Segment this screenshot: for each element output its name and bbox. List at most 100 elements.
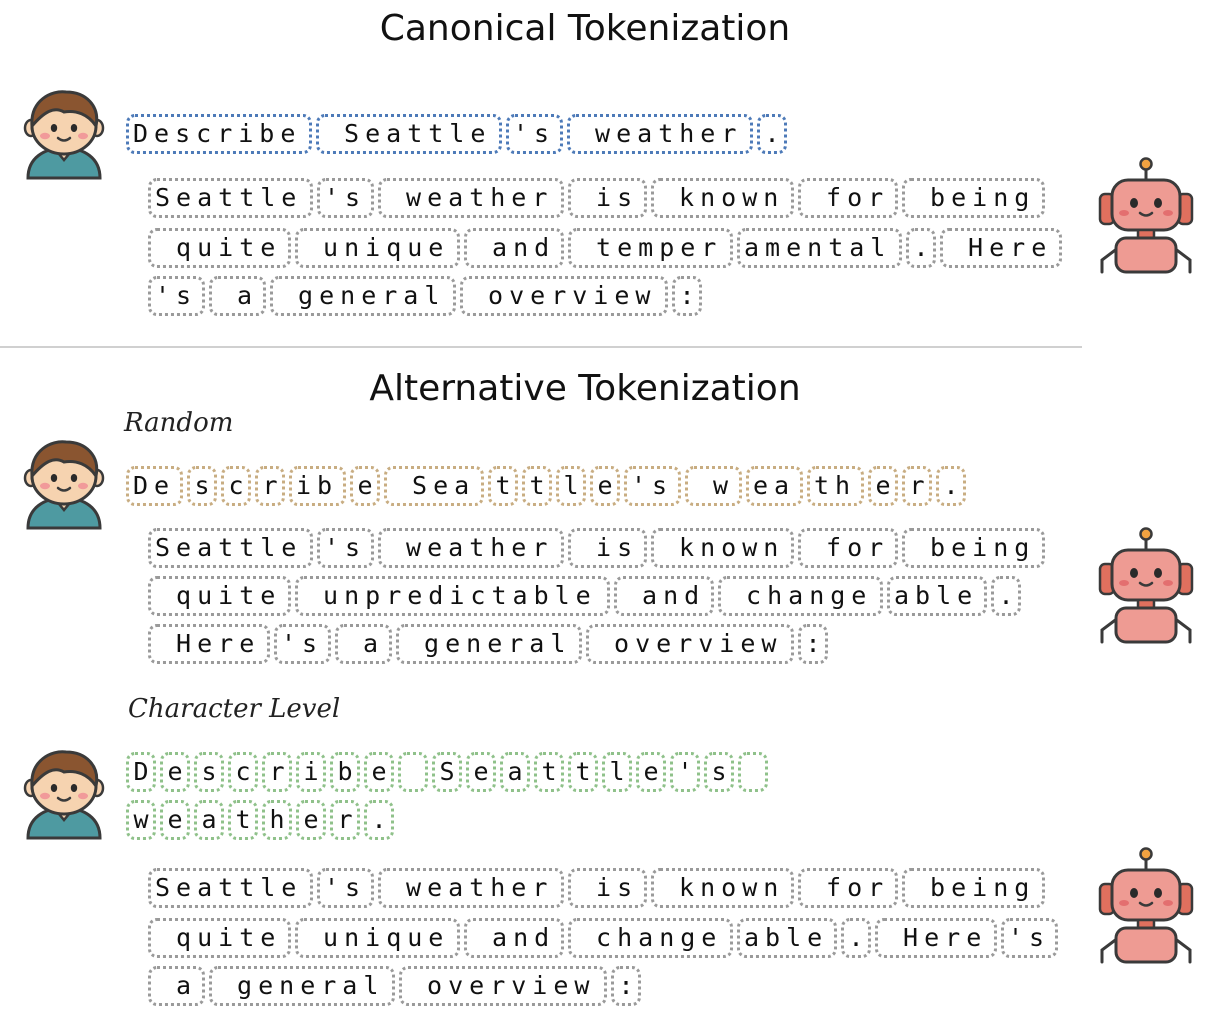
response-token: able (737, 918, 837, 958)
prompt-token: De (126, 466, 183, 506)
response-token: overview (586, 624, 794, 664)
response-token: quite (148, 228, 291, 268)
prompt-token: D (126, 752, 156, 792)
response-token-line: Seattle's weather is known for being (148, 868, 1049, 908)
response-token: is (568, 528, 647, 568)
response-token: unpredictable (295, 576, 610, 616)
response-token: : (611, 966, 641, 1006)
response-token: : (672, 276, 702, 316)
character-level-label: Character Level (128, 694, 341, 724)
prompt-token: S (432, 752, 462, 792)
prompt-token: r (330, 800, 360, 840)
response-token: Seattle (148, 178, 313, 218)
prompt-token (398, 752, 428, 792)
response-token: for (798, 868, 898, 908)
response-token: and (464, 228, 564, 268)
response-token: general (396, 624, 582, 664)
prompt-token: e (160, 800, 190, 840)
prompt-token: c (228, 752, 258, 792)
prompt-token: h (262, 800, 292, 840)
prompt-token: a (194, 800, 224, 840)
prompt-token: w (126, 800, 156, 840)
prompt-token: Describe (126, 114, 312, 154)
prompt-token: s (194, 752, 224, 792)
prompt-token: e (364, 752, 394, 792)
prompt-token: Seattle (316, 114, 502, 154)
user-avatar-icon (14, 86, 114, 186)
response-token: : (798, 624, 828, 664)
response-token: 's (274, 624, 331, 664)
prompt-token: . (364, 800, 394, 840)
alternative-title: Alternative Tokenization (369, 368, 801, 409)
response-token: is (568, 178, 647, 218)
prompt-token: a (500, 752, 530, 792)
response-token: unique (295, 228, 460, 268)
prompt-token: weather (567, 114, 753, 154)
response-token: general (209, 966, 395, 1006)
prompt-token: ea (746, 466, 803, 506)
prompt-token: t (228, 800, 258, 840)
robot-icon (1094, 526, 1198, 646)
canonical-title: Canonical Tokenization (379, 8, 791, 49)
response-token: a (335, 624, 392, 664)
prompt-token: . (936, 466, 966, 506)
response-token: quite (148, 576, 291, 616)
response-token: . (841, 918, 871, 958)
response-token: amental (737, 228, 902, 268)
response-token: for (798, 178, 898, 218)
response-token: Here (940, 228, 1062, 268)
response-token: weather (378, 528, 564, 568)
response-token-line: 's a general overview: (148, 276, 706, 316)
response-token: weather (378, 178, 564, 218)
prompt-token: 's (506, 114, 563, 154)
response-token: for (798, 528, 898, 568)
response-token: and (464, 918, 564, 958)
response-token: change (718, 576, 883, 616)
prompt-token: 's (624, 466, 681, 506)
prompt-token: e (160, 752, 190, 792)
response-token: known (651, 178, 794, 218)
response-token: a (148, 966, 205, 1006)
prompt-token: . (757, 114, 787, 154)
response-token: unique (295, 918, 460, 958)
prompt-token: s (704, 752, 734, 792)
prompt-token: r (262, 752, 292, 792)
response-token: being (902, 178, 1045, 218)
prompt-token: s (187, 466, 217, 506)
response-token: overview (460, 276, 668, 316)
prompt-token: w (685, 466, 742, 506)
prompt-token (738, 752, 768, 792)
response-token: 's (317, 868, 374, 908)
prompt-token: ib (289, 466, 346, 506)
prompt-token: l (556, 466, 586, 506)
prompt-token: r (902, 466, 932, 506)
response-token: change (568, 918, 733, 958)
prompt-token: b (330, 752, 360, 792)
response-token: and (614, 576, 714, 616)
response-token: a (209, 276, 266, 316)
response-token: 's (148, 276, 205, 316)
prompt-token: r (255, 466, 285, 506)
prompt-token: e (350, 466, 380, 506)
user-avatar-icon (14, 746, 114, 846)
response-token: quite (148, 918, 291, 958)
response-token: general (270, 276, 456, 316)
prompt-token: e (296, 800, 326, 840)
prompt-token: e (636, 752, 666, 792)
response-token: . (991, 576, 1021, 616)
response-token: 's (317, 528, 374, 568)
response-token: Seattle (148, 868, 313, 908)
prompt-token: i (296, 752, 326, 792)
prompt-token: ' (670, 752, 700, 792)
robot-icon (1094, 156, 1198, 276)
prompt-token: th (807, 466, 864, 506)
response-token-line: Seattle's weather is known for being (148, 178, 1049, 218)
response-token: weather (378, 868, 564, 908)
response-token: . (906, 228, 936, 268)
